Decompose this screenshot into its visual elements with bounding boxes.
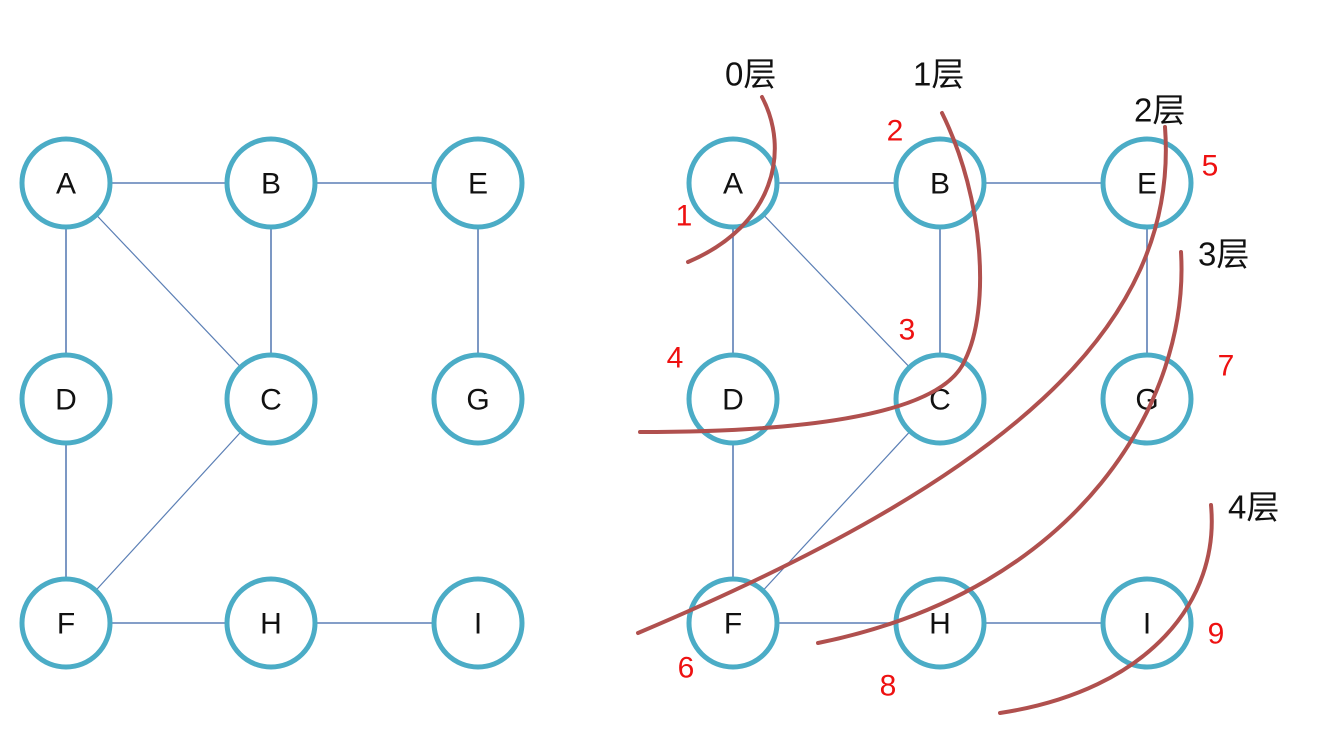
right-node-g: G xyxy=(1100,352,1194,446)
layer-boundary-1 xyxy=(638,111,983,434)
node-label: A xyxy=(723,168,743,201)
node-circle xyxy=(1100,136,1194,230)
node-label: G xyxy=(466,384,489,417)
right-edge-a-c xyxy=(732,182,941,400)
left-node-c: C xyxy=(224,352,318,446)
layer-boundary-0 xyxy=(686,95,777,264)
node-label: B xyxy=(930,168,950,201)
node-label: F xyxy=(724,608,742,641)
visit-order-a: 1 xyxy=(676,200,693,233)
node-label: H xyxy=(260,608,282,641)
visit-order-d: 4 xyxy=(667,342,684,375)
node-label: E xyxy=(1137,168,1157,201)
node-label: I xyxy=(474,608,482,641)
node-label: F xyxy=(57,608,75,641)
visit-order-e: 5 xyxy=(1202,150,1219,183)
layer-boundary-3 xyxy=(816,250,1184,645)
layer-label-3: 3层 xyxy=(1198,236,1249,273)
node-label: G xyxy=(1135,384,1158,417)
left-node-a: A xyxy=(19,136,113,230)
left-node-b: B xyxy=(224,136,318,230)
node-circle xyxy=(19,136,113,230)
node-circle xyxy=(686,352,780,446)
right-node-e: E xyxy=(1100,136,1194,230)
visit-order-b: 2 xyxy=(887,115,904,148)
right-node-b: B xyxy=(893,136,987,230)
node-circle xyxy=(1100,576,1194,670)
layer-boundary-2 xyxy=(636,125,1168,635)
node-label: E xyxy=(468,168,488,201)
visit-order-g: 7 xyxy=(1218,350,1235,383)
node-label: D xyxy=(55,384,77,417)
right-node-h: H xyxy=(893,576,987,670)
layer-label-1: 1层 xyxy=(913,56,964,93)
node-label: A xyxy=(56,168,76,201)
node-circle xyxy=(224,136,318,230)
right-graph-bfs: A B E D C G F H I 1 2 3 4 5 6 7 8 9 0层 1层 2层 3层 4层 xyxy=(636,56,1279,715)
left-node-d: D xyxy=(19,352,113,446)
left-node-i: I xyxy=(431,576,525,670)
left-node-g: G xyxy=(431,352,525,446)
node-circle xyxy=(893,352,987,446)
visit-order-c: 3 xyxy=(899,314,916,347)
node-circle xyxy=(19,352,113,446)
layer-label-0: 0层 xyxy=(725,56,776,93)
node-circle xyxy=(431,136,525,230)
layer-label-2: 2层 xyxy=(1134,92,1185,129)
right-node-a: A xyxy=(686,136,780,230)
right-node-i: I xyxy=(1100,576,1194,670)
left-edge-c-f xyxy=(65,398,272,624)
right-node-d: D xyxy=(686,352,780,446)
node-circle xyxy=(431,576,525,670)
left-node-h: H xyxy=(224,576,318,670)
visit-order-f: 6 xyxy=(678,652,695,685)
node-circle xyxy=(224,352,318,446)
node-label: D xyxy=(722,384,744,417)
node-circle xyxy=(431,352,525,446)
left-graph: A B E D C G F H I xyxy=(19,136,525,670)
visit-order-i: 9 xyxy=(1208,618,1225,651)
visit-order-h: 8 xyxy=(880,670,897,703)
node-label: H xyxy=(929,608,951,641)
left-node-f: F xyxy=(19,576,113,670)
layer-boundary-4 xyxy=(998,503,1214,715)
node-label: C xyxy=(260,384,282,417)
right-edge-c-f xyxy=(732,398,941,624)
right-node-c: C xyxy=(893,352,987,446)
node-circle xyxy=(224,576,318,670)
left-edge-a-c xyxy=(65,182,272,400)
node-circle xyxy=(686,136,780,230)
node-label: B xyxy=(261,168,281,201)
node-circle xyxy=(1100,352,1194,446)
layer-label-4: 4层 xyxy=(1228,489,1279,526)
left-node-e: E xyxy=(431,136,525,230)
node-circle xyxy=(19,576,113,670)
node-label: I xyxy=(1143,608,1151,641)
